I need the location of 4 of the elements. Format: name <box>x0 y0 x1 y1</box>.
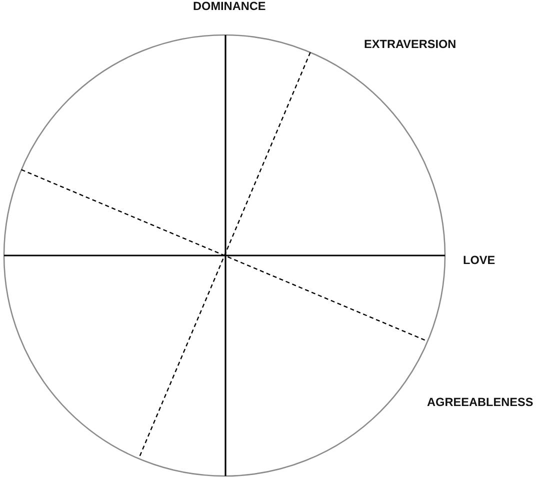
axis-label: LOVE <box>463 254 496 266</box>
axis-label: EXTRAVERSION <box>364 38 456 50</box>
axis-label: DOMINANCE <box>193 0 266 12</box>
axis-label: AGREEABLENESS <box>427 396 534 408</box>
